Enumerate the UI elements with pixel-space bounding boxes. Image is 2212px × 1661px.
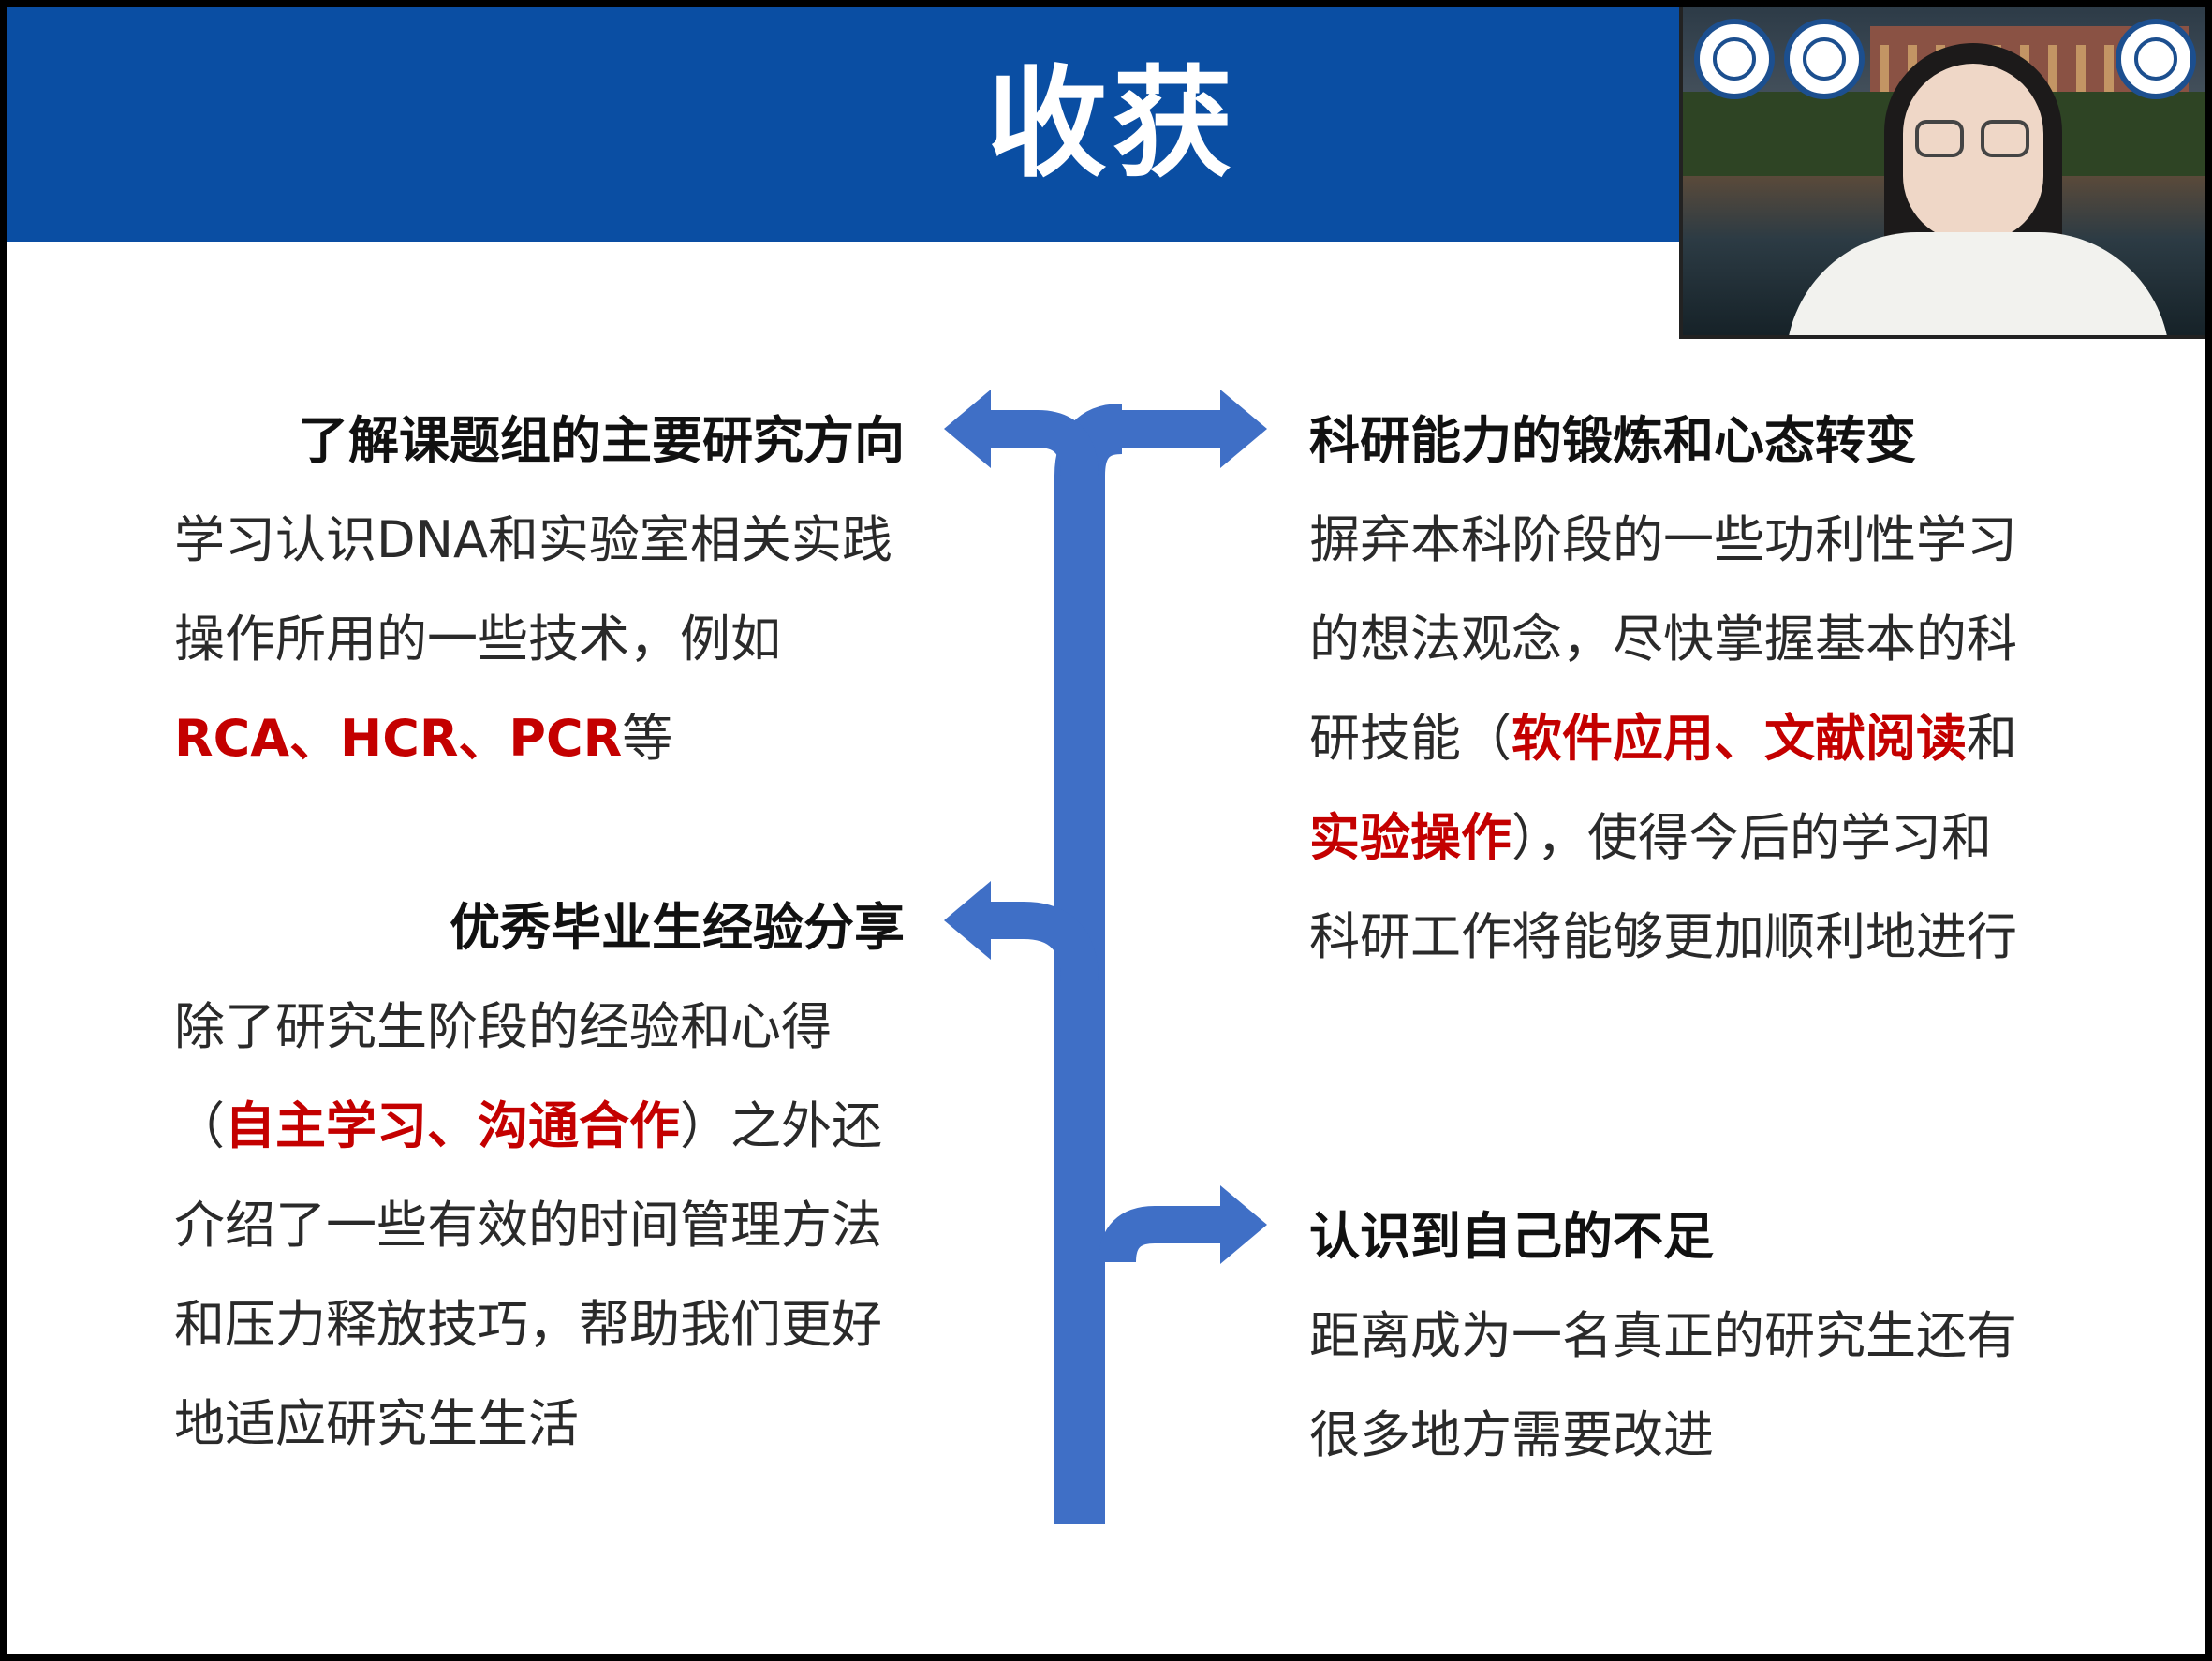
body-text: ）之外还介绍了一些有效的时间管理方法和压力释放技巧，帮助我们更好地适应研究生生活	[174, 1096, 882, 1453]
body-text: 摒弃本科阶段的一些功利性学习的想法观念，尽快掌握基本的科研技能（	[1309, 510, 2017, 768]
emphasis-text: 软件应用、文献阅读	[1512, 709, 1967, 768]
body-text: ），使得今后的学习和科研工作将能够更加顺利地进行	[1309, 808, 2017, 966]
section-body: 摒弃本科阶段的一些功利性学习的想法观念，尽快掌握基本的科研技能（软件应用、文献阅…	[1309, 491, 2040, 987]
body-text: （	[174, 1096, 225, 1155]
body-text: 学习认识DNA和实验室相关实践操作所用的一些技术，例如	[174, 510, 892, 669]
timeline-spine	[944, 390, 1267, 1524]
arrow-mid-left	[944, 881, 991, 960]
glasses-right-lens	[1981, 120, 2029, 157]
section-heading: 科研能力的锻炼和心态转变	[1309, 411, 1916, 470]
body-text: 距离成为一名真正的研究生还有很多地方需要改进	[1309, 1306, 2017, 1464]
branch-top-left	[981, 410, 1099, 477]
section-heading: 了解课题组的主要研究方向	[298, 411, 905, 470]
arrow-bottom-right	[1220, 1185, 1267, 1264]
slide: 收获 了解课题组的主要研究方向 学习认识DNA和实验室相关实践操作所用的一些技术…	[7, 7, 2205, 1654]
body-text: 除了研究生阶段的经验和心得	[174, 997, 832, 1056]
branch-mid-left	[981, 902, 1099, 982]
section-body: 距离成为一名真正的研究生还有很多地方需要改进	[1309, 1286, 2040, 1485]
section-body: 学习认识DNA和实验室相关实践操作所用的一些技术，例如 RCA、HCR、PCR等	[174, 491, 905, 788]
branch-bottom-right	[1099, 1206, 1225, 1264]
slide-title: 收获	[986, 54, 1238, 194]
emphasis-text: RCA、HCR、PCR	[174, 709, 623, 768]
arrow-top-left	[944, 390, 991, 468]
dna-logo-icon	[2116, 19, 2196, 99]
body-text: 等	[622, 709, 673, 768]
university-seal-icon	[1694, 19, 1775, 99]
department-seal-icon	[1784, 19, 1865, 99]
section-research-direction: 了解课题组的主要研究方向 学习认识DNA和实验室相关实践操作所用的一些技术，例如…	[174, 391, 905, 788]
section-heading: 认识到自己的不足	[1309, 1207, 1714, 1266]
glasses-left-lens	[1915, 120, 1964, 157]
section-shortcomings: 认识到自己的不足 距离成为一名真正的研究生还有很多地方需要改进	[1309, 1187, 2040, 1485]
arrow-top-right	[1220, 390, 1267, 468]
body-text: 和	[1967, 709, 2017, 768]
webcam-feed	[1679, 7, 2205, 339]
emphasis-text: 实验操作	[1309, 808, 1512, 867]
section-graduate-sharing: 优秀毕业生经验分享 除了研究生阶段的经验和心得 （自主学习、沟通合作）之外还介绍了…	[174, 878, 905, 1474]
section-heading: 优秀毕业生经验分享	[450, 898, 905, 957]
section-research-skills: 科研能力的锻炼和心态转变 摒弃本科阶段的一些功利性学习的想法观念，尽快掌握基本的…	[1309, 391, 2040, 987]
section-body: 除了研究生阶段的经验和心得 （自主学习、沟通合作）之外还介绍了一些有效的时间管理方…	[174, 977, 905, 1474]
emphasis-text: 自主学习、沟通合作	[225, 1096, 680, 1155]
